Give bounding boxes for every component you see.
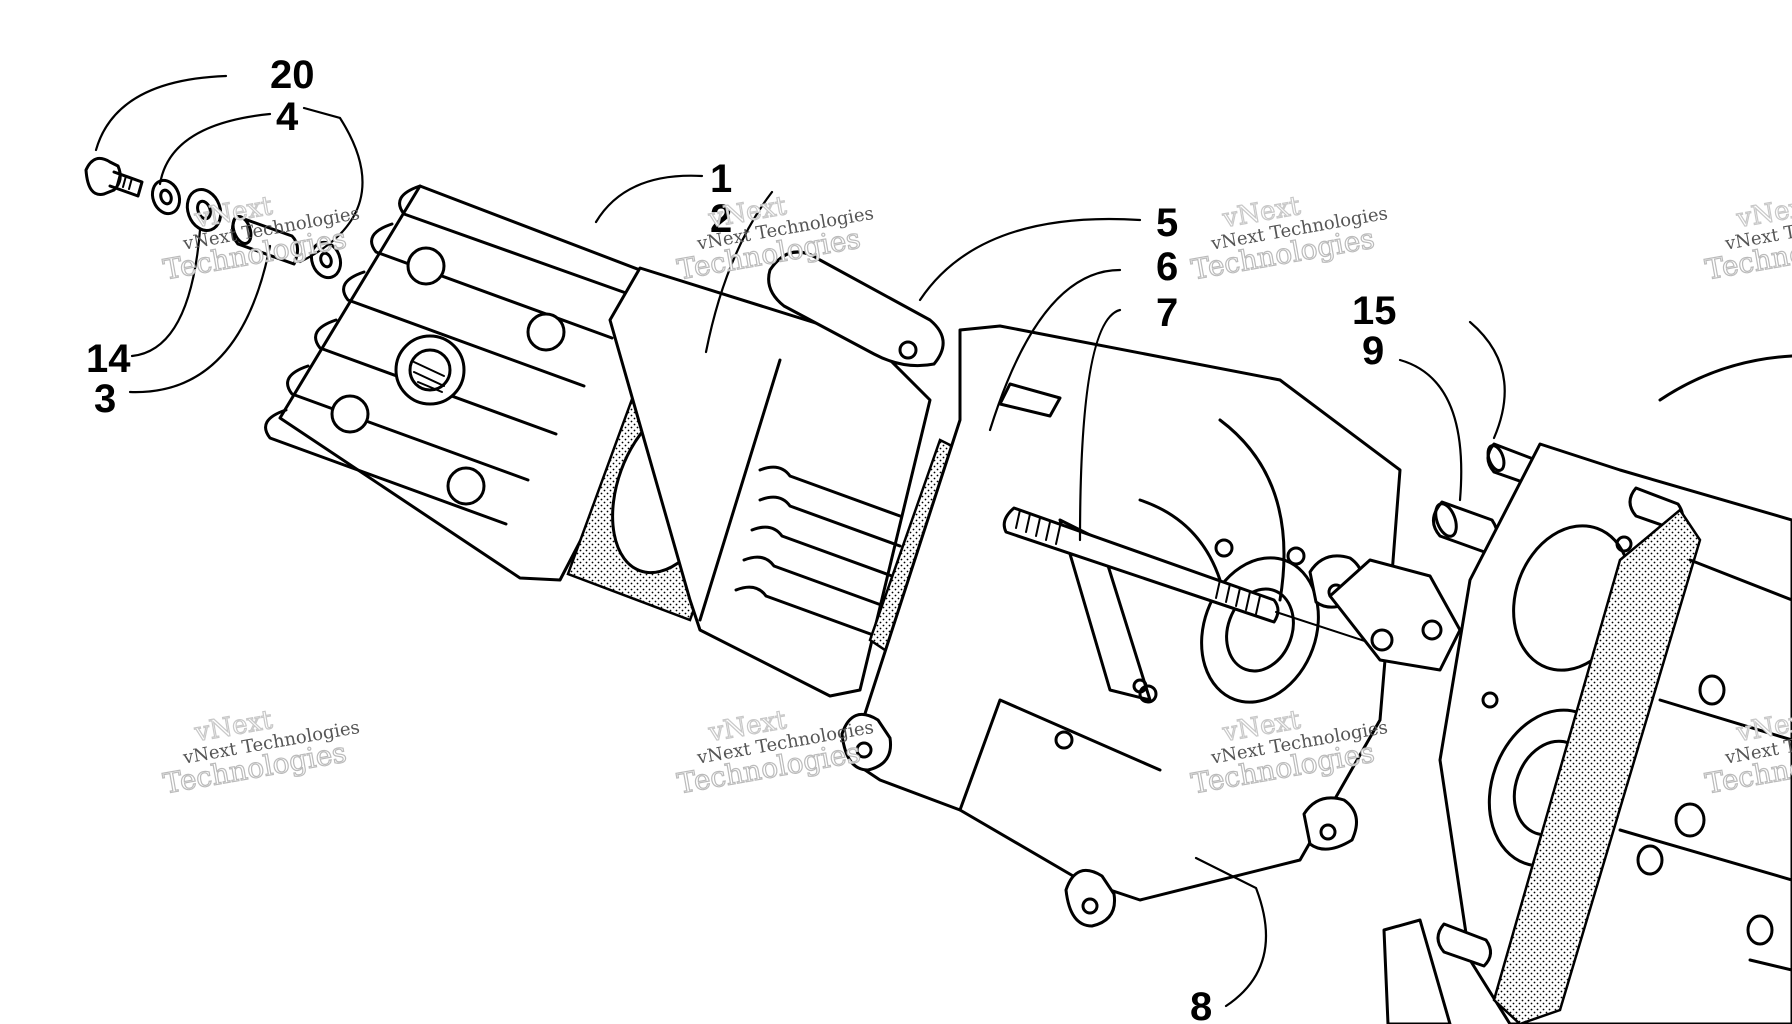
watermark: vNext vNext Technologies Technologies <box>1702 190 1792 287</box>
crankcase-right-half <box>1436 354 1792 1024</box>
callout-1: 1 <box>710 157 732 201</box>
callout-8: 8 <box>1190 985 1212 1024</box>
callout-9: 9 <box>1362 329 1384 373</box>
callout-4: 4 <box>276 95 299 139</box>
washer-part-4a <box>150 178 182 216</box>
cylinder-barrel <box>608 250 945 698</box>
watermark: vNext vNext Technologies Technologies <box>674 704 875 801</box>
callout-14: 14 <box>86 337 131 381</box>
cylinder-head-part-1 <box>264 184 692 582</box>
callout-6: 6 <box>1156 245 1178 289</box>
washer-part-14 <box>185 188 223 232</box>
callout-15: 15 <box>1352 289 1397 333</box>
callout-5: 5 <box>1156 201 1178 245</box>
watermark: vNext vNext Technologies Technologies <box>1188 190 1389 287</box>
callout-20: 20 <box>270 53 315 97</box>
crankcase-half <box>840 324 1452 1024</box>
leader-lines <box>94 74 1506 1008</box>
stud-bolt-part-7 <box>1002 506 1381 647</box>
watermark: vNext vNext Technologies Technologies <box>160 704 361 801</box>
callout-3: 3 <box>94 377 116 421</box>
bolt-part-20 <box>84 156 144 198</box>
callout-7: 7 <box>1156 291 1178 335</box>
callout-2: 2 <box>710 197 732 241</box>
callout-labels: 20 4 14 3 1 2 5 6 7 15 9 8 <box>86 53 1397 1024</box>
watermark: vNext vNext Technologies Technologies <box>674 190 875 287</box>
watermarks: vNext vNext Technologies Technologies vN… <box>160 190 1792 801</box>
spacer-sleeve-part-3 <box>231 214 299 266</box>
watermark: vNext vNext Technologies Technologies <box>1188 704 1389 801</box>
bearing-block <box>1328 558 1462 672</box>
